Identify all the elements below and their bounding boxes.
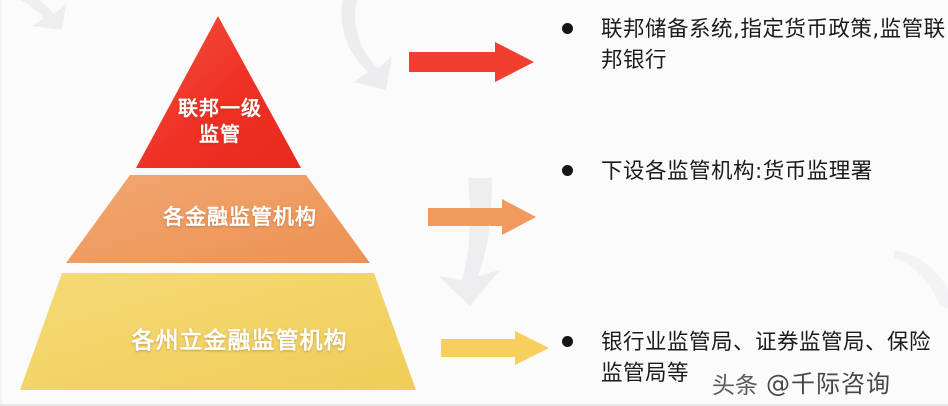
flow-arrow-red-icon: [409, 42, 534, 82]
bullet-dot-icon: [562, 336, 573, 347]
flow-arrow-yellow-icon: [441, 331, 549, 365]
list-item: 联邦储备系统,指定货币政策,监管联邦银行: [562, 14, 948, 76]
watermark-handle: @千际咨询: [766, 370, 891, 398]
bullet-dot-icon: [562, 23, 573, 34]
list-item: 下设各监管机构:货币监理署: [562, 156, 948, 187]
watermark-platform: 头条: [712, 373, 758, 399]
frame-edge-bottom: [0, 404, 948, 406]
pyramid-tier-middle[interactable]: [66, 175, 370, 263]
frame-edge-left: [0, 0, 2, 406]
pyramid-tier-bottom[interactable]: [20, 273, 416, 390]
flow-arrow-orange-icon: [428, 199, 536, 235]
regulation-bullet-list: 联邦储备系统,指定货币政策,监管联邦银行 下设各监管机构:货币监理署 银行业监管…: [562, 0, 948, 406]
bullet-text-state-level: 银行业监管局、证券监管局、保险监管局等: [601, 330, 932, 387]
bullet-text-federal-level: 联邦储备系统,指定货币政策,监管联邦银行: [601, 17, 946, 74]
bullet-text-agencies-level: 下设各监管机构:货币监理署: [601, 159, 873, 184]
bullet-dot-icon: [562, 165, 573, 176]
three-tier-regulation-pyramid: [20, 16, 416, 390]
list-item: 银行业监管局、证券监管局、保险监管局等: [562, 327, 948, 389]
pyramid-tier-top[interactable]: [136, 16, 301, 168]
